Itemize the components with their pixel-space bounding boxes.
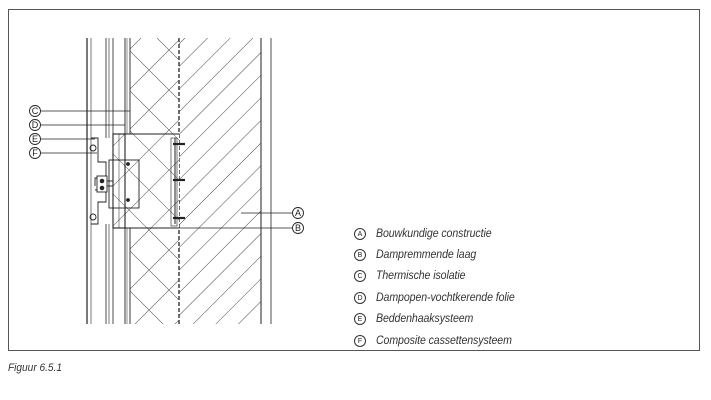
figure-caption: Figuur 6.5.1: [8, 362, 63, 374]
svg-text:F: F: [32, 148, 38, 158]
section-drawing: C D E F A B: [29, 38, 304, 324]
legend-marker-e: E: [354, 313, 366, 326]
svg-text:E: E: [32, 134, 38, 144]
svg-text:D: D: [32, 120, 39, 130]
legend-item-e: E Beddenhaaksysteem: [354, 309, 654, 330]
legend-label-b: Dampremmende laag: [376, 249, 477, 262]
legend: A Bouwkundige constructie B Dampremmende…: [354, 223, 654, 351]
legend-marker-c: C: [354, 270, 366, 283]
insulation-layer: [113, 38, 179, 324]
cavity-lines: [124, 38, 128, 324]
legend-marker-a: A: [354, 227, 366, 240]
wall-structure: [178, 38, 272, 324]
callout-d: D: [29, 119, 41, 131]
legend-label-c: Thermische isolatie: [376, 270, 466, 283]
legend-item-a: A Bouwkundige constructie: [354, 223, 654, 244]
legend-marker-f: F: [354, 334, 366, 347]
legend-label-d: Dampopen-vochtkerende folie: [376, 291, 515, 304]
callout-e: E: [29, 133, 41, 145]
svg-text:A: A: [295, 208, 301, 218]
legend-label-a: Bouwkundige constructie: [376, 227, 492, 240]
svg-text:B: B: [295, 223, 301, 233]
legend-label-e: Beddenhaaksysteem: [376, 313, 474, 326]
callout-a: A: [292, 207, 304, 219]
cladding-panels: [86, 38, 114, 324]
legend-item-d: D Dampopen-vochtkerende folie: [354, 287, 654, 308]
callout-b: B: [292, 222, 304, 234]
legend-item-c: C Thermische isolatie: [354, 266, 654, 287]
legend-marker-b: B: [354, 249, 366, 262]
leader-lines: [41, 110, 292, 229]
bracket-system: [89, 133, 185, 229]
callout-f: F: [29, 147, 41, 159]
callout-c: C: [29, 105, 41, 117]
legend-label-f: Composite cassettensysteem: [376, 334, 512, 347]
legend-item-b: B Dampremmende laag: [354, 244, 654, 265]
legend-item-f: F Composite cassettensysteem: [354, 330, 654, 351]
legend-marker-d: D: [354, 291, 366, 304]
figure-frame: C D E F A B A Bouwkundige constructie B: [8, 9, 700, 351]
svg-text:C: C: [32, 106, 39, 116]
